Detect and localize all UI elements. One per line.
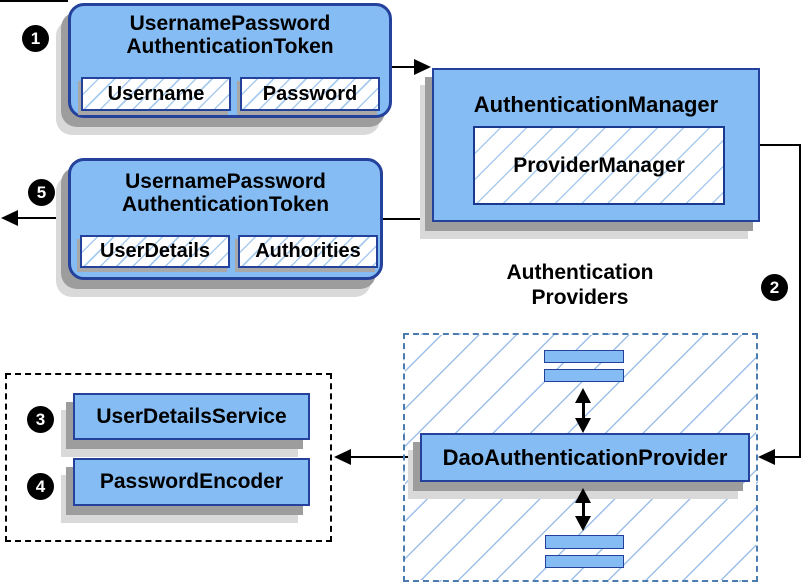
- step-badge-4: 4: [27, 473, 54, 500]
- field-userdetails: UserDetails: [80, 235, 230, 268]
- provider-in-line: [774, 456, 801, 458]
- authentication-manager-node: AuthenticationManager ProviderManager: [432, 68, 760, 222]
- step-badge-2: 2: [761, 274, 788, 301]
- double-arrow-vertical-bottom-icon: [575, 488, 591, 531]
- manager-down-line-vertical: [799, 144, 801, 458]
- provider-placeholder-bar: [544, 369, 624, 382]
- manager-to-result-token-line: [383, 218, 432, 220]
- field-username: Username: [81, 77, 231, 111]
- password-encoder-node: PasswordEncoder: [73, 458, 310, 506]
- result-token-title: UsernamePassword AuthenticationToken: [121, 170, 330, 216]
- request-token-node: UsernamePassword AuthenticationToken Use…: [68, 3, 392, 118]
- dao-authentication-provider-node: DaoAuthenticationProvider: [420, 433, 750, 482]
- step-badge-1: 1: [22, 25, 49, 52]
- step-badge-3: 3: [27, 406, 54, 433]
- manager-out-line-horizontal: [758, 144, 801, 146]
- result-token-out-line: [16, 217, 68, 219]
- provider-manager-box: ProviderManager: [473, 126, 725, 205]
- incoming-request-line: [0, 0, 68, 2]
- arrow-left-icon: [1, 210, 18, 226]
- double-arrow-vertical-top-icon: [575, 388, 591, 433]
- dao-to-services-line: [350, 456, 418, 458]
- provider-placeholder-bar: [545, 555, 624, 568]
- step-badge-5: 5: [28, 179, 55, 206]
- field-authorities: Authorities: [238, 235, 378, 268]
- result-token-node: UsernamePassword AuthenticationToken Use…: [68, 158, 383, 280]
- user-details-service-node: UserDetailsService: [73, 393, 310, 440]
- authentication-manager-title: AuthenticationManager: [473, 92, 719, 117]
- providers-group-box: DaoAuthenticationProvider: [403, 333, 758, 582]
- provider-placeholder-bar: [545, 535, 624, 549]
- services-group-box: UserDetailsService PasswordEncoder: [5, 373, 332, 542]
- providers-group-label: Authentication Providers: [506, 261, 654, 309]
- services-arrowhead-left-icon: [334, 449, 351, 465]
- arrow-right-icon: [414, 59, 431, 75]
- provider-arrowhead-left-icon: [758, 449, 775, 465]
- field-password: Password: [240, 77, 380, 111]
- token-to-manager-line: [392, 66, 416, 68]
- request-token-title: UsernamePassword AuthenticationToken: [126, 12, 334, 58]
- provider-placeholder-bar: [544, 350, 624, 363]
